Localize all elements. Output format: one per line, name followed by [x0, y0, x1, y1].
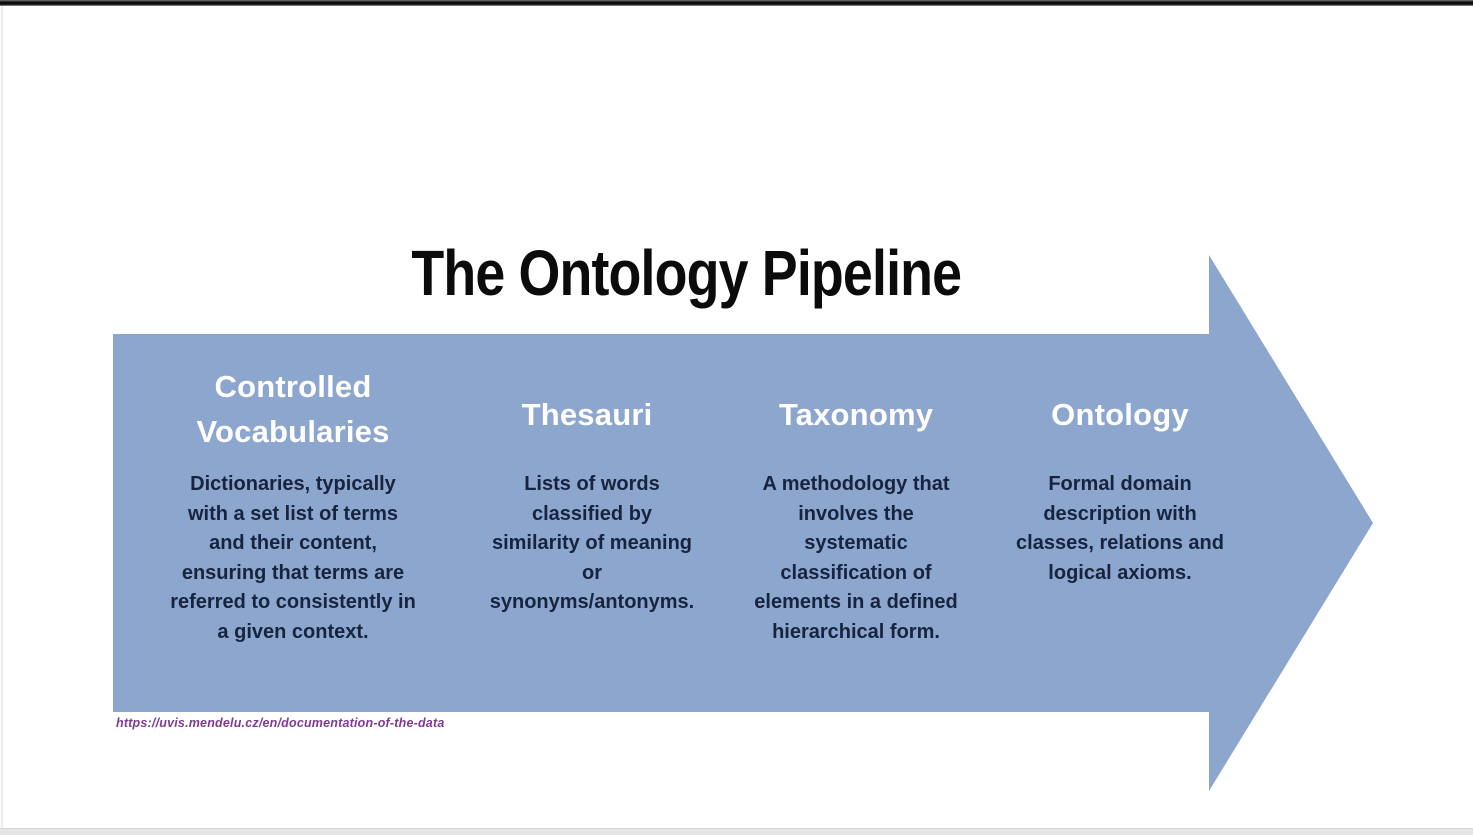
stage-description-ontology: Formal domain description with classes, …	[1016, 473, 1224, 584]
window-top-edge	[0, 0, 1473, 6]
pipeline-arrow-shape	[113, 255, 1373, 791]
stage-title-taxonomy: Taxonomy	[778, 397, 934, 432]
page-title: The Ontology Pipeline	[353, 237, 1019, 309]
stage-description-controlled-vocabularies: Dictionaries, typically with a set list …	[170, 473, 416, 643]
stage-title-ontology: Ontology	[1051, 397, 1189, 432]
stage-title-thesauri: Thesauri	[521, 397, 653, 432]
source-link[interactable]: https://uvis.mendelu.cz/en/documentation…	[116, 716, 445, 730]
stage-title-controlled-vocabularies: Controlled Vocabularies	[196, 369, 390, 449]
page-title-text: The Ontology Pipeline	[411, 236, 962, 309]
window-left-edge	[1, 6, 3, 828]
stage-description-thesauri: Lists of words classified by similarity …	[489, 473, 695, 613]
window-bottom-edge	[0, 828, 1473, 835]
stage-description-taxonomy: A methodology that involves the systemat…	[754, 473, 958, 643]
